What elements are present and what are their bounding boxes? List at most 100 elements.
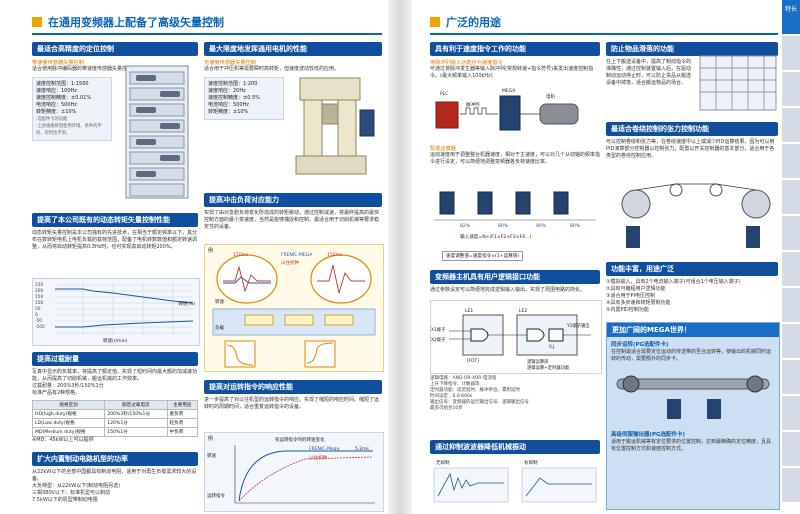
feature-item: ④具有多步速和转矩限制功能 bbox=[606, 300, 671, 306]
speed-label: 转速 bbox=[215, 300, 224, 305]
le2-label: LE2 bbox=[519, 309, 528, 314]
page-gutter bbox=[388, 0, 412, 514]
vibration-chart bbox=[433, 467, 597, 503]
logic-specs: 逻辑电路：AND·OR·XOR·电流值 上升下降指令、计数器等 定时器功能：延迟… bbox=[430, 376, 600, 412]
section-desc: 写真中显示的负载率，将提高了额定值，实现了短时间内最大额的加减速功能，从而提高了… bbox=[32, 369, 198, 382]
torque-chart-svg bbox=[55, 283, 194, 335]
section-title: 防止物品滑落的功能 bbox=[606, 42, 778, 56]
press-machine-illustration bbox=[295, 77, 375, 175]
table-row: HD(high duty)规格 200%3秒/150%1分 重负荷 bbox=[31, 409, 199, 419]
logic-spec-item: 时间设定：0.0-600s bbox=[430, 394, 473, 399]
torque-ylabel: 转矩(%) bbox=[178, 302, 195, 307]
spec-item: 速度控制范围：1:200 bbox=[208, 81, 258, 87]
spec-item: 速度响应：100Hz bbox=[36, 88, 77, 94]
logic-timer-label: 逻辑运算+定时器功能 bbox=[527, 366, 570, 371]
mega-world-panel: 更加广阔的MEGA世界！ 同步运转(PG选配件卡) 在控制最适合需要定位运动的传… bbox=[606, 322, 780, 510]
timer-value-label: 0.J bbox=[549, 345, 555, 350]
mega-desc1: 在控制最适合需要定位运动的传送带的圣台运转等，使输出的机械同时运转的传动，需要额… bbox=[611, 349, 772, 362]
side-tab[interactable] bbox=[782, 216, 800, 250]
section-desc: 动态转矩矢量控制是本公司独有的先进技术，在相当于额定频率以下，其分布在数转矩电机… bbox=[32, 230, 198, 250]
section-tension-control: 最适合卷绕控制的张力控制功能 可以控制卷绕和张力等，在卷绕速度中以上或减少PID… bbox=[606, 122, 778, 160]
ratio-value: 80% bbox=[570, 224, 581, 229]
side-tab[interactable] bbox=[782, 288, 800, 322]
section-title: 扩大内置制动电路机型的功率 bbox=[32, 452, 198, 466]
braking-line: 大负荷型：从22kW以下(制动电阻另选) bbox=[32, 483, 121, 489]
logic-spec-item: 最多可组合10步 bbox=[430, 406, 463, 411]
section-title: 提高过载耐量 bbox=[32, 352, 198, 366]
section-operator: 配置运算器 运动速度用于调整整台机器速度，相对于主速度，可以对几个从动轴的频率指… bbox=[430, 142, 600, 166]
section-subtitle: 配置运算器 bbox=[430, 146, 456, 152]
fdt-label: [FDT] bbox=[467, 359, 479, 364]
side-tab[interactable] bbox=[782, 360, 800, 394]
side-tab[interactable] bbox=[782, 252, 800, 286]
ytick: 250 bbox=[35, 283, 44, 288]
mega-title: 更加广阔的MEGA世界！ bbox=[607, 323, 779, 337]
rack-illustration bbox=[699, 55, 777, 111]
torque-yticks: 250 200 150 100 50 0 -50 -100 bbox=[35, 283, 45, 331]
winding-diagram bbox=[621, 183, 771, 248]
section-title: 最适合卷绕控制的张力控制功能 bbox=[606, 122, 778, 136]
le1-label: LE1 bbox=[465, 309, 474, 314]
section-title: 通过抑制波波器降低机械振动 bbox=[430, 440, 600, 454]
table-cell: 120%1分 bbox=[104, 418, 168, 428]
side-tab[interactable] bbox=[782, 324, 800, 358]
ytick: 150 bbox=[35, 295, 44, 300]
section-subtitle: 无速度传感器矢量控制 bbox=[204, 60, 256, 66]
right-header-title: 广泛的用途 bbox=[446, 16, 501, 29]
formula-2: 速度调整值=速度指令×(1+运算值) bbox=[442, 251, 524, 261]
table-cell: 重负荷 bbox=[166, 409, 199, 419]
header-square-icon bbox=[32, 17, 42, 27]
ratio-control-diagram bbox=[434, 191, 596, 221]
formula: 输入速度=N×(F1×F2×F3×F4...) bbox=[460, 235, 532, 240]
table-header: 额定过载电流 bbox=[104, 400, 168, 410]
side-tab[interactable] bbox=[782, 144, 800, 178]
side-tab[interactable] bbox=[782, 468, 800, 502]
table-cell: 轻负荷 bbox=[166, 418, 199, 428]
left-header-title: 在通用变频器上配备了高级矢量控制 bbox=[48, 16, 224, 29]
side-tab[interactable] bbox=[782, 396, 800, 430]
side-tab[interactable] bbox=[782, 72, 800, 106]
section-title: 最适合高精度的定位控制 bbox=[32, 42, 198, 56]
section-desc: 适合使用脉冲编码器的带速度传感器矢量控制应用。 bbox=[32, 66, 148, 72]
section-title: 功能丰富，用途广泛 bbox=[606, 262, 778, 276]
spec-item: 速度控制精度：±0.5% bbox=[208, 95, 260, 101]
feature-item: ⑤内置PID控制功能 bbox=[606, 307, 649, 313]
logic-spec-item: 逻辑电路：AND·OR·XOR·电流值 bbox=[430, 376, 497, 381]
section-title: 变频器主机具有用户逻辑接口功能 bbox=[430, 270, 600, 284]
spec-item: 转矩精度：±10% bbox=[208, 109, 249, 115]
side-tab[interactable] bbox=[782, 36, 800, 70]
section-subtitle: 用脉冲列输入功能作为速度指令 bbox=[430, 60, 503, 66]
left-page: 在通用变频器上配备了高级矢量控制 最适合高精度的定位控制 带速度传感器矢量控制 … bbox=[0, 0, 388, 514]
overload-table: 规格区别 额定过载电流 主要用途 HD(high duty)规格 200%3秒/… bbox=[31, 400, 199, 437]
side-tab[interactable] bbox=[782, 432, 800, 466]
section-title: 具有利于速度指令工作的功能 bbox=[430, 42, 600, 56]
response-caption: 有运转指令时的转速变化 bbox=[275, 438, 325, 443]
section-vibration: 通过抑制波波器降低机械振动 bbox=[430, 440, 600, 454]
time-label: 5.2ms bbox=[355, 447, 369, 452]
side-tab[interactable] bbox=[782, 180, 800, 214]
spec-list: 速度控制范围：1:200 速度响应：20Hz 速度控制精度：±0.5% 电流响应… bbox=[204, 77, 284, 120]
section-desc: 通过参数设定可以简便地完成逻辑输入输出，实现了周围电路的简化。 bbox=[430, 287, 586, 293]
legend-mega: FRENIC-Mega bbox=[309, 447, 340, 452]
motor-label: 电机 bbox=[546, 95, 555, 100]
section-speed-command: 具有利于速度指令工作的功能 用脉冲列输入功能作为速度指令 可通过将脉冲发生器等输… bbox=[430, 42, 600, 80]
tab-features[interactable]: 特长 bbox=[782, 0, 800, 34]
torque-chart: 250 200 150 100 50 0 -50 -100 转矩(%) 转速(r… bbox=[32, 278, 200, 346]
spec-note: ·选配件卡的功能 bbox=[36, 117, 68, 122]
y1-output-label: Y1端子输出 bbox=[567, 324, 590, 329]
braking-line: 三相380V以下：标准机型可以制动 bbox=[32, 490, 110, 496]
legend-previous: 以往机种 bbox=[309, 456, 327, 461]
speed-label: 转速 bbox=[207, 454, 216, 459]
table-header-row: 规格区别 额定过载电流 主要用途 bbox=[31, 400, 199, 410]
section-desc: 适合用于冲压机等需要瞬时高转矩，但速度波动较低的应用。 bbox=[204, 66, 340, 72]
section-title: 提高冲击负荷对应能力 bbox=[204, 193, 382, 207]
table-cell: LD(Low duty)规格 bbox=[31, 418, 106, 428]
parking-tower-illustration bbox=[125, 65, 189, 199]
spec-item: 电流响应：500Hz bbox=[36, 102, 77, 108]
side-tab[interactable] bbox=[782, 108, 800, 142]
x1-terminal-label: X1端子 bbox=[431, 328, 446, 333]
table-cell: MD(Medium duty)规格 bbox=[31, 427, 106, 437]
section-title: 提高对运转指令的响应性能 bbox=[204, 380, 382, 394]
table-header: 规格区别 bbox=[31, 400, 106, 410]
section-desc: 运动速度用于调整整台机器速度，相对于主速度，可以对几个从动轴的频率指令进行设定，… bbox=[430, 152, 601, 165]
